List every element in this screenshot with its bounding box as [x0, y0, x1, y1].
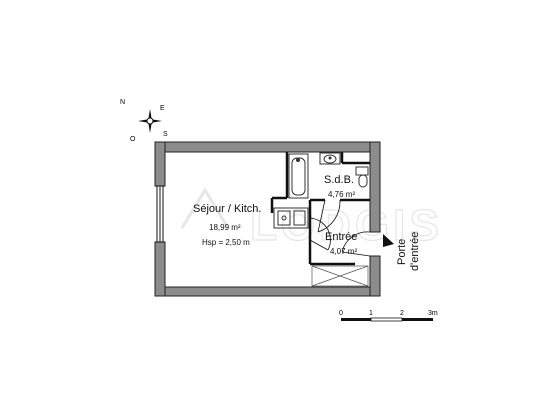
sdb-name: S.d.B. — [324, 174, 354, 186]
entrance-label: Porte d'entrée — [396, 232, 421, 271]
sejour-area: 18,99 m² — [209, 223, 241, 232]
scale-tick-0: 0 — [339, 310, 343, 317]
bathtub — [288, 153, 309, 199]
entrance-line2: d'entrée — [409, 232, 421, 271]
door-swings — [309, 199, 371, 257]
scale-tick-1: 1 — [369, 310, 373, 317]
entrance-arrow — [383, 234, 394, 247]
interior-walls — [270, 152, 370, 266]
room-entree: Entrée 4,07 m² — [325, 231, 357, 256]
compass-e: E — [160, 105, 165, 112]
room-sdb: S.d.B. 4,76 m² — [324, 174, 355, 199]
kitchen-unit — [273, 207, 309, 229]
entrance-line1: Porte — [396, 239, 408, 265]
entree-area: 4,07 m² — [330, 247, 357, 256]
compass-rose: N E S O — [120, 99, 168, 143]
closet — [311, 265, 369, 287]
washbasin — [319, 152, 341, 165]
scale-tick-2: 2 — [400, 310, 404, 317]
sdb-area: 4,76 m² — [328, 190, 355, 199]
compass-o: O — [130, 136, 136, 143]
scale-bar: 0 1 2 3m — [339, 310, 438, 322]
compass-s: S — [163, 131, 168, 138]
toilet — [355, 166, 369, 188]
room-sejour: Séjour / Kitch. 18,99 m² Hsp = 2,50 m — [193, 203, 261, 247]
exterior-walls — [154, 141, 381, 297]
sejour-height: Hsp = 2,50 m — [202, 238, 250, 247]
left-window — [155, 185, 165, 243]
entree-name: Entrée — [325, 231, 357, 243]
compass-n: N — [120, 99, 125, 106]
sejour-name: Séjour / Kitch. — [193, 203, 261, 215]
scale-tick-3: 3m — [428, 310, 438, 317]
